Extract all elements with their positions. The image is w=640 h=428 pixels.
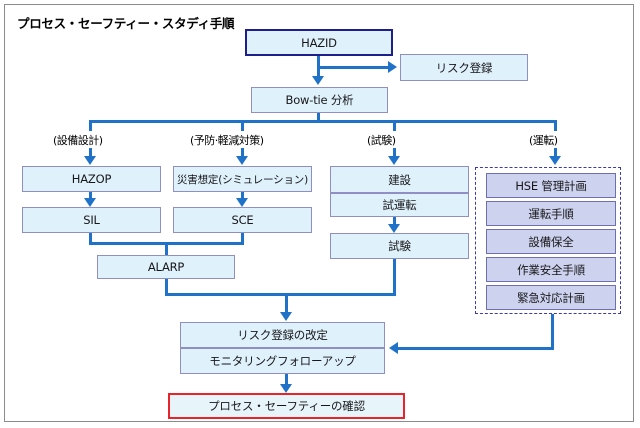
connector-into-revision — [285, 293, 288, 314]
connector-into-alarp — [165, 242, 168, 256]
group-item-emergency-response-plan[interactable]: 緊急対応計画 — [486, 285, 616, 310]
node-sce-label: SCE — [231, 213, 254, 227]
arrowhead-branch2 — [236, 156, 248, 165]
node-hazid-label: HAZID — [301, 35, 337, 50]
connector-hazop-sil — [89, 192, 92, 201]
connector-group-down — [551, 314, 554, 350]
node-sil-label: SIL — [83, 213, 100, 227]
connector-branch3-arrow — [393, 148, 396, 158]
node-bowtie-label: Bow-tie 分析 — [285, 93, 354, 107]
arrowhead-return-to-revision — [389, 342, 398, 354]
connector-branch1-drop — [89, 120, 92, 131]
connector-commissioning-testing — [393, 217, 396, 227]
node-hazid[interactable]: HAZID — [245, 29, 393, 56]
arrowhead-branch3 — [388, 156, 400, 165]
node-construction-label: 建設 — [388, 172, 411, 187]
connector-branch2-drop — [241, 120, 244, 131]
node-hazop-label: HAZOP — [71, 172, 112, 186]
group-item-label: HSE 管理計画 — [515, 178, 587, 193]
connector-group-return-left — [398, 347, 554, 350]
arrowhead-branch1 — [84, 156, 96, 165]
group-item-label: 設備保全 — [528, 234, 574, 249]
connector-testing-left — [285, 293, 396, 296]
group-item-label: 運転手順 — [528, 206, 574, 221]
node-bowtie[interactable]: Bow-tie 分析 — [251, 87, 388, 113]
connector-branch3-drop — [393, 120, 396, 131]
connector-alarp-down — [165, 279, 168, 296]
arrowhead-to-bowtie — [312, 76, 324, 85]
connector-branch2-arrow — [241, 148, 244, 158]
branch-label-prevention: (予防·軽減対策) — [190, 134, 264, 147]
diagram-frame: プロセス・セーフティー・スタディ手順 HAZID リスク登録 Bow-tie 分… — [4, 4, 634, 422]
connector-to-confirmation — [285, 374, 288, 388]
connector-branch4-arrow — [554, 148, 557, 158]
node-sce[interactable]: SCE — [173, 207, 312, 233]
node-sil[interactable]: SIL — [22, 207, 161, 233]
connector-distribution-bar — [89, 120, 557, 123]
branch-label-operation: (運転) — [529, 134, 558, 147]
node-process-safety-confirmation-label: プロセス・セーフティーの確認 — [208, 399, 365, 413]
node-construction[interactable]: 建設 — [330, 166, 469, 193]
arrowhead-sim-sce — [236, 198, 248, 207]
operation-group-container — [475, 167, 621, 314]
connector-bowtie-down — [317, 113, 320, 122]
node-hazard-simulation[interactable]: 災害想定(シミュレーション) — [173, 166, 312, 192]
page-title: プロセス・セーフティー・スタディ手順 — [17, 16, 235, 31]
connector-sim-sce — [241, 192, 244, 201]
node-alarp-label: ALARP — [147, 260, 185, 274]
group-item-label: 作業安全手順 — [517, 262, 585, 277]
arrowhead-commissioning-testing — [388, 224, 400, 233]
group-item-equipment-maintenance[interactable]: 設備保全 — [486, 229, 616, 254]
group-item-label: 緊急対応計画 — [517, 290, 585, 305]
node-commissioning[interactable]: 試運転 — [330, 193, 469, 217]
node-hazop[interactable]: HAZOP — [22, 166, 161, 192]
connector-hazid-to-risk-register — [317, 66, 389, 69]
node-monitoring-followup-label: モニタリングフォローアップ — [209, 354, 356, 368]
group-item-operating-procedure[interactable]: 運転手順 — [486, 201, 616, 226]
branch-label-testing: (試験) — [367, 134, 396, 147]
node-testing[interactable]: 試験 — [330, 233, 469, 259]
group-item-work-safety-procedure[interactable]: 作業安全手順 — [486, 257, 616, 282]
connector-branch1-arrow — [89, 148, 92, 158]
arrowhead-hazop-sil — [84, 198, 96, 207]
connector-sce-down — [241, 233, 244, 244]
node-hazard-simulation-label: 災害想定(シミュレーション) — [177, 173, 308, 186]
connector-testing-down — [393, 259, 396, 296]
arrowhead-to-risk-register — [388, 61, 397, 73]
connector-sil-down — [89, 233, 92, 244]
node-monitoring-followup[interactable]: モニタリングフォローアップ — [180, 348, 385, 374]
arrowhead-into-revision — [280, 312, 292, 321]
node-risk-register-revision[interactable]: リスク登録の改定 — [180, 322, 385, 348]
branch-label-design: (設備設計) — [53, 134, 103, 147]
group-item-hse-management-plan[interactable]: HSE 管理計画 — [486, 173, 616, 198]
node-alarp[interactable]: ALARP — [97, 255, 235, 279]
node-testing-label: 試験 — [388, 239, 411, 253]
arrowhead-to-confirmation — [280, 384, 292, 393]
node-risk-register-revision-label: リスク登録の改定 — [237, 328, 328, 342]
connector-alarp-right — [165, 293, 288, 296]
node-process-safety-confirmation[interactable]: プロセス・セーフティーの確認 — [168, 393, 405, 419]
connector-branch4-drop — [554, 120, 557, 131]
node-risk-register[interactable]: リスク登録 — [400, 54, 528, 81]
node-commissioning-label: 試運転 — [382, 198, 417, 212]
arrowhead-branch4 — [549, 156, 561, 165]
node-risk-register-label: リスク登録 — [435, 60, 493, 75]
